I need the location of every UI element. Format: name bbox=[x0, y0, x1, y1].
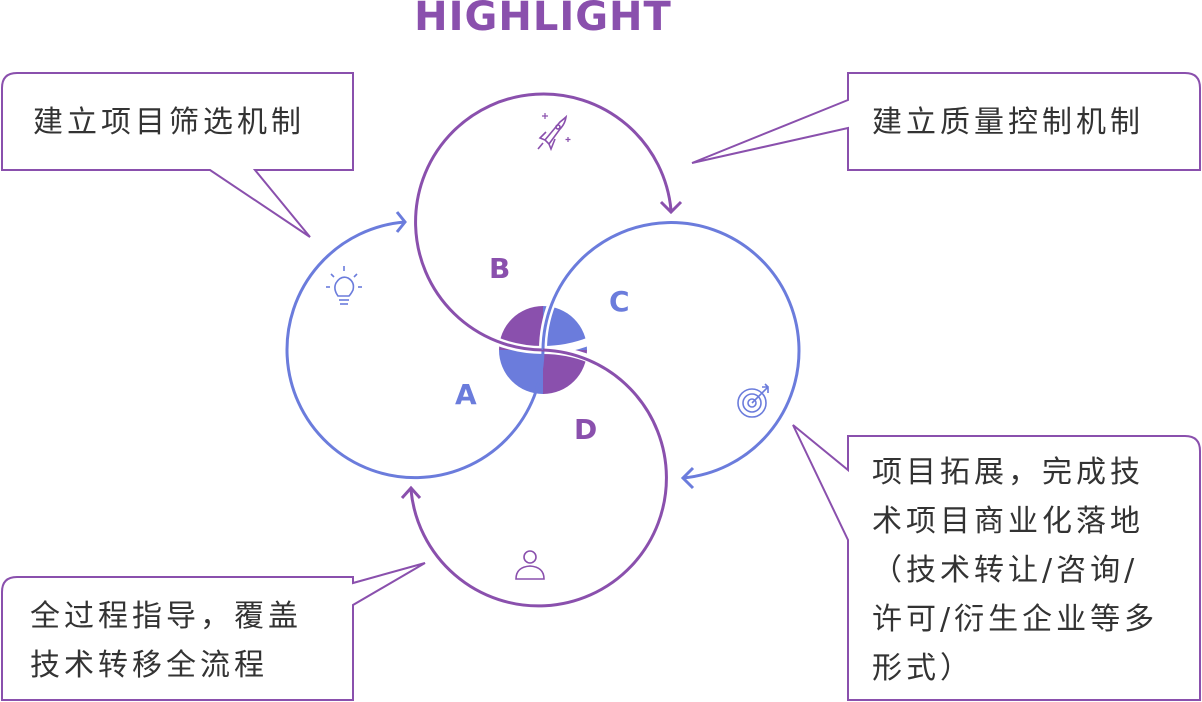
callout-line: 全过程指导，覆盖 bbox=[30, 599, 302, 634]
callout-line: 技术转移全流程 bbox=[30, 648, 268, 683]
callout-bottom-left-text: 全过程指导，覆盖 技术转移全流程 bbox=[30, 592, 302, 690]
callout-line: （技术转让/咨询/ bbox=[872, 553, 1139, 588]
target-icon bbox=[737, 383, 769, 418]
callout-line: 许可/衍生企业等多 bbox=[872, 602, 1159, 637]
diagram-title: HIGHLIGHT bbox=[414, 0, 672, 40]
arc-c bbox=[541, 221, 801, 480]
callout-top-right-text: 建立质量控制机制 bbox=[872, 105, 1144, 140]
lightbulb-icon bbox=[326, 266, 362, 305]
arc-b bbox=[414, 92, 673, 352]
callout-top-right-frame bbox=[691, 72, 1201, 171]
user-icon bbox=[515, 550, 545, 580]
callout-line: 形式） bbox=[872, 651, 974, 686]
label-a: A bbox=[455, 378, 477, 411]
callout-line: 项目拓展，完成技 bbox=[872, 455, 1144, 490]
callout-top-left-frame bbox=[1, 72, 354, 238]
callout-top-left-text: 建立项目筛选机制 bbox=[33, 105, 305, 140]
label-b: B bbox=[489, 252, 511, 285]
callout-bottom-left-frame bbox=[1, 562, 426, 701]
callout-line: 术项目商业化落地 bbox=[872, 504, 1144, 539]
arc-d bbox=[409, 348, 668, 608]
label-d: D bbox=[574, 413, 598, 446]
center-pie bbox=[499, 306, 587, 394]
label-c: C bbox=[609, 285, 630, 318]
arc-a bbox=[285, 220, 545, 480]
rocket-icon bbox=[537, 113, 571, 152]
callout-bottom-right-frame bbox=[792, 424, 1201, 701]
callout-bottom-right-text: 项目拓展，完成技 术项目商业化落地 （技术转让/咨询/ 许可/衍生企业等多 形式… bbox=[872, 448, 1158, 693]
